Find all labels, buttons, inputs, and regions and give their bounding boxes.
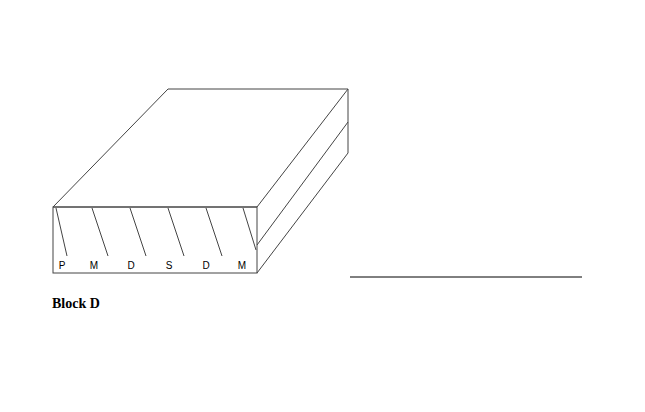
strip-label: D bbox=[202, 261, 209, 271]
strip-boundary bbox=[243, 208, 256, 250]
strip-label: D bbox=[127, 261, 134, 271]
strip-boundary bbox=[92, 208, 108, 256]
strip-label: M bbox=[90, 261, 98, 271]
right-face bbox=[257, 89, 348, 273]
layer-boundary bbox=[257, 122, 348, 245]
strip-label: M bbox=[238, 261, 246, 271]
strip-boundary bbox=[168, 208, 184, 256]
strip-label: S bbox=[166, 261, 173, 271]
strip-boundary bbox=[130, 208, 146, 256]
front-face bbox=[53, 207, 257, 273]
top-face bbox=[53, 89, 348, 207]
answer-line bbox=[350, 277, 582, 278]
strip-boundary bbox=[206, 208, 222, 256]
strip-boundary bbox=[56, 208, 67, 256]
strip-label: P bbox=[59, 261, 66, 271]
block-title: Block D bbox=[52, 297, 100, 311]
